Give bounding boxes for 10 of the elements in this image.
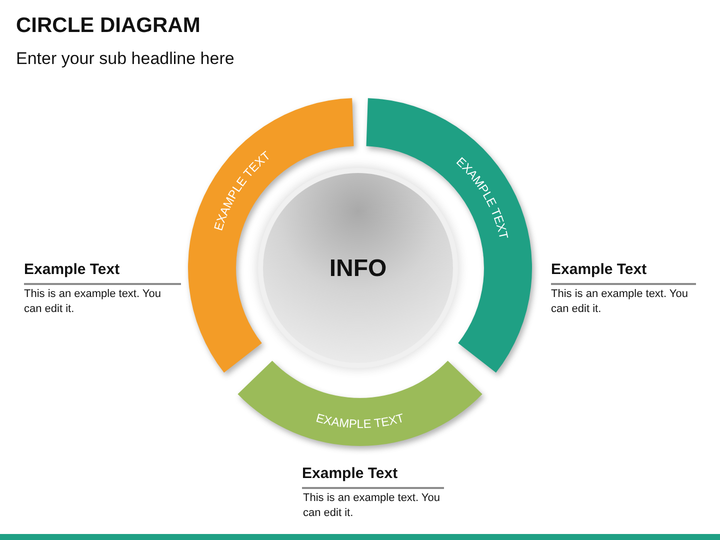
body-text: This is an example text. You can edit it.	[551, 287, 689, 317]
heading: Example Text	[24, 261, 121, 278]
heading: Example Text	[551, 261, 648, 278]
heading: Example Text	[302, 465, 399, 482]
ring-segment: EXAMPLE TEXT	[238, 360, 482, 446]
center-circle: INFO	[263, 173, 453, 363]
body-text: This is an example text. You can edit it.	[303, 491, 441, 521]
slide-title: CIRCLE DIAGRAM	[16, 14, 200, 38]
subtitle: Enter your sub headline here	[16, 49, 236, 69]
body-text: This is an example text. You can edit it.	[24, 287, 162, 317]
